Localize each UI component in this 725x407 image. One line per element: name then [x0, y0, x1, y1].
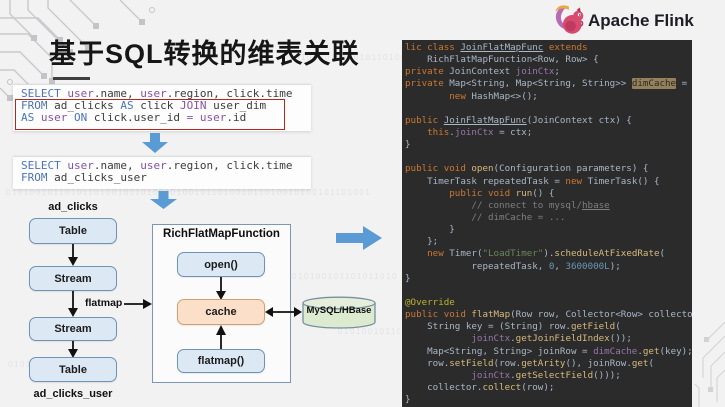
sql-query-flattened: SELECT user.name, user.region, click.tim…	[13, 156, 311, 189]
sql-query-join: SELECT user.name, user.region, click.tim…	[13, 84, 311, 131]
flow-arrow-up-icon	[216, 325, 226, 349]
right-arrow-icon	[336, 226, 382, 250]
pipeline-box-stream-1: Stream	[29, 266, 117, 291]
binary-watermark: 0101001011010110100101101001010010110100…	[6, 188, 372, 197]
source-table-label: ad_clicks	[48, 201, 98, 213]
flow-arrow-icon	[68, 244, 78, 266]
flink-squirrel-icon	[555, 5, 584, 34]
down-arrow-icon	[142, 133, 168, 153]
cache-box: cache	[177, 299, 265, 325]
brand-name: Apache Flink	[588, 11, 694, 30]
sink-table-label: ad_clicks_user	[33, 388, 113, 400]
open-method-box: open()	[177, 252, 265, 277]
code-panel: lic class JoinFlatMapFunc extends RichFl…	[402, 40, 692, 407]
flatmap-edge-label: flatmap	[85, 297, 123, 309]
slide-title: 基于SQL转换的维表关联	[49, 39, 360, 69]
binary-watermark: 010100101101011010	[292, 272, 398, 281]
richflatmapfunction-title: RichFlatMapFunction	[163, 228, 280, 240]
pipeline-box-table-out: Table	[29, 357, 117, 382]
binary-watermark: 0101001011010	[338, 327, 400, 336]
flow-arrow-icon	[68, 291, 78, 317]
circuit-decoration-bottom-right	[694, 321, 725, 407]
bidirectional-arrow-icon	[265, 307, 302, 317]
down-arrow-icon	[150, 191, 177, 209]
title-underline	[53, 77, 90, 80]
database-cylinder-icon	[302, 296, 376, 329]
sql-join-highlight-outline	[15, 99, 285, 130]
flatmap-method-box: flatmap()	[177, 349, 265, 373]
pipeline-box-table-in: Table	[29, 218, 117, 244]
flow-arrow-icon	[68, 341, 78, 358]
flow-arrow-right-icon	[124, 299, 152, 309]
database-label: MySQL/HBase	[306, 305, 372, 316]
flow-arrow-icon	[216, 277, 226, 300]
pipeline-box-stream-2: Stream	[29, 317, 117, 341]
